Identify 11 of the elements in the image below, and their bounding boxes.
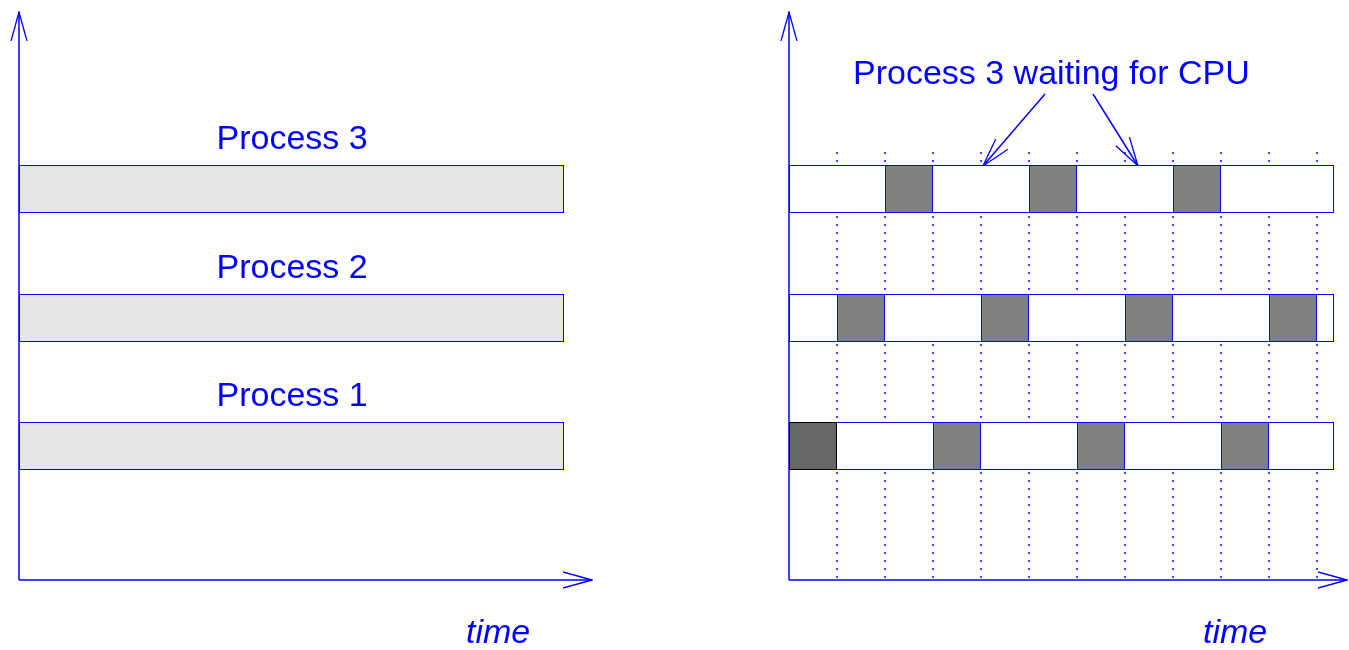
process-timeline-bar <box>789 422 1334 470</box>
process-timeline-bar <box>789 165 1334 213</box>
process-label: Process 3 <box>216 118 368 156</box>
process-label: Process 1 <box>216 375 368 413</box>
leader-arrow <box>1092 93 1139 167</box>
axis-label: time <box>466 612 531 650</box>
process-label: Process 2 <box>216 247 368 285</box>
leader-arrow <box>982 93 1046 167</box>
process-timeline-bar <box>789 294 1334 342</box>
callout-text: Process 3 waiting for CPU <box>853 53 1250 91</box>
axis-label: time <box>1203 612 1268 650</box>
